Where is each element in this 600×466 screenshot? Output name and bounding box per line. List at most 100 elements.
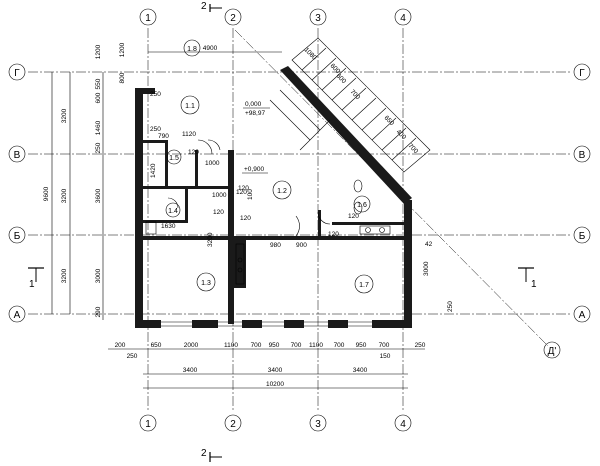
room-labels: 1.1 1.2 1.3 1.4 1.5 1.6 1.7 1.8 bbox=[165, 39, 374, 294]
svg-text:250: 250 bbox=[415, 342, 426, 349]
room-1-2-label: 1.2 bbox=[277, 188, 287, 195]
svg-text:120: 120 bbox=[236, 189, 247, 196]
svg-text:120: 120 bbox=[328, 231, 339, 238]
room-1-8-label: 1.8 bbox=[187, 46, 197, 53]
svg-text:1460: 1460 bbox=[95, 120, 102, 135]
svg-text:1: 1 bbox=[29, 279, 35, 290]
room-1-1-label: 1.1 bbox=[185, 103, 195, 110]
svg-text:0,000: 0,000 bbox=[245, 101, 262, 108]
svg-text:3000: 3000 bbox=[423, 261, 430, 276]
svg-text:800: 800 bbox=[119, 72, 126, 83]
svg-text:3400: 3400 bbox=[353, 367, 368, 374]
svg-text:3200: 3200 bbox=[207, 232, 214, 247]
axis-bubble-bottom-3: 3 bbox=[309, 414, 327, 432]
axis-bubble-left-a: А bbox=[8, 305, 26, 323]
svg-text:120: 120 bbox=[348, 213, 359, 220]
svg-text:700: 700 bbox=[334, 342, 345, 349]
svg-text:120: 120 bbox=[238, 185, 249, 192]
svg-text:650: 650 bbox=[151, 342, 162, 349]
svg-text:980: 980 bbox=[270, 242, 281, 249]
axis-bubble-left-b: Б bbox=[8, 226, 26, 244]
svg-text:250: 250 bbox=[127, 353, 138, 360]
svg-text:700: 700 bbox=[407, 142, 420, 155]
diagonal-axis-line bbox=[234, 29, 549, 347]
svg-text:1000: 1000 bbox=[205, 160, 220, 167]
left-dimension-outer: 3200 3200 3200 bbox=[61, 72, 71, 314]
svg-text:А: А bbox=[579, 310, 586, 321]
svg-text:1080: 1080 bbox=[303, 46, 318, 61]
room-1-5-label: 1.5 bbox=[169, 155, 179, 162]
svg-text:650: 650 bbox=[383, 114, 396, 127]
svg-text:250: 250 bbox=[150, 126, 161, 133]
axis-bubble-top-1: 1 bbox=[139, 8, 157, 26]
axis-bubble-bottom-1: 1 bbox=[139, 414, 157, 432]
horizontal-axis-lines bbox=[28, 71, 572, 315]
svg-text:290: 290 bbox=[95, 306, 102, 317]
interior-dimensions: 250 250 790 1120 120 1000 1420 1630 3200… bbox=[150, 91, 454, 312]
svg-text:2: 2 bbox=[201, 1, 207, 12]
doors bbox=[167, 139, 331, 237]
svg-text:700: 700 bbox=[291, 342, 302, 349]
svg-text:Г: Г bbox=[14, 68, 20, 79]
svg-text:3200: 3200 bbox=[61, 108, 68, 123]
svg-text:4900: 4900 bbox=[203, 45, 218, 52]
axis-bubble-diagonal: Д' bbox=[543, 341, 561, 359]
svg-text:2: 2 bbox=[230, 419, 236, 430]
axis-bubble-bottom-2: 2 bbox=[224, 414, 242, 432]
room-1-7-label: 1.7 bbox=[359, 282, 369, 289]
svg-text:150: 150 bbox=[380, 353, 391, 360]
svg-text:В: В bbox=[14, 150, 21, 161]
axis-bubble-top-2: 2 bbox=[224, 8, 242, 26]
elevation-mark-raised: +0,900 bbox=[242, 166, 268, 174]
svg-text:120: 120 bbox=[240, 215, 251, 222]
svg-text:2000: 2000 bbox=[184, 342, 199, 349]
axis-bubble-right-b: Б bbox=[573, 226, 591, 244]
axis-bubble-right-a: А bbox=[573, 305, 591, 323]
staircase bbox=[269, 37, 431, 173]
svg-text:700: 700 bbox=[349, 88, 362, 101]
svg-text:1100: 1100 bbox=[224, 342, 238, 349]
top-dimensions: 4900 1200 800 bbox=[119, 42, 282, 83]
svg-text:2: 2 bbox=[230, 13, 236, 24]
svg-text:Б: Б bbox=[14, 231, 21, 242]
bottom-dimension-total: 10200 bbox=[143, 381, 408, 389]
svg-text:42: 42 bbox=[425, 241, 433, 248]
svg-text:1420: 1420 bbox=[150, 163, 157, 178]
svg-text:+0,900: +0,900 bbox=[244, 166, 264, 173]
section-marker-left: 1 bbox=[28, 267, 44, 290]
svg-text:1200: 1200 bbox=[119, 42, 126, 57]
plumbing-fixtures bbox=[145, 179, 391, 285]
svg-text:250: 250 bbox=[95, 142, 102, 153]
svg-text:950: 950 bbox=[356, 342, 367, 349]
svg-text:600: 600 bbox=[95, 92, 102, 103]
room-1-4-label: 1.4 bbox=[168, 208, 178, 215]
axis-bubble-right-g: Г bbox=[573, 63, 591, 81]
bottom-dimension-row-1: 200 650 2000 1100 700 950 700 1100 700 9… bbox=[108, 342, 426, 360]
svg-text:4: 4 bbox=[400, 419, 406, 430]
svg-text:1000: 1000 bbox=[212, 192, 227, 199]
svg-text:Д': Д' bbox=[548, 346, 557, 357]
axis-bubble-left-v: В bbox=[8, 145, 26, 163]
svg-text:1120: 1120 bbox=[182, 131, 196, 138]
svg-text:250: 250 bbox=[447, 301, 454, 312]
axis-bubble-bottom-4: 4 bbox=[394, 414, 412, 432]
section-marker-right: 1 bbox=[518, 267, 537, 290]
svg-text:950: 950 bbox=[269, 342, 280, 349]
svg-text:1: 1 bbox=[531, 279, 537, 290]
svg-text:9600: 9600 bbox=[43, 186, 50, 201]
svg-text:4: 4 bbox=[400, 13, 406, 24]
interior-walls bbox=[143, 140, 406, 324]
svg-text:200: 200 bbox=[115, 342, 126, 349]
svg-text:250: 250 bbox=[150, 91, 161, 98]
svg-text:3: 3 bbox=[315, 13, 321, 24]
svg-text:3600: 3600 bbox=[95, 188, 102, 203]
svg-text:А: А bbox=[14, 310, 21, 321]
section-marker-top: 2 bbox=[201, 1, 222, 12]
svg-text:120: 120 bbox=[188, 149, 199, 156]
svg-text:700: 700 bbox=[251, 342, 262, 349]
svg-text:120: 120 bbox=[213, 209, 224, 216]
left-dimension-total: 9600 bbox=[43, 72, 53, 314]
svg-text:Б: Б bbox=[579, 231, 586, 242]
svg-text:3: 3 bbox=[315, 419, 321, 430]
axis-bubble-right-v: В bbox=[573, 145, 591, 163]
